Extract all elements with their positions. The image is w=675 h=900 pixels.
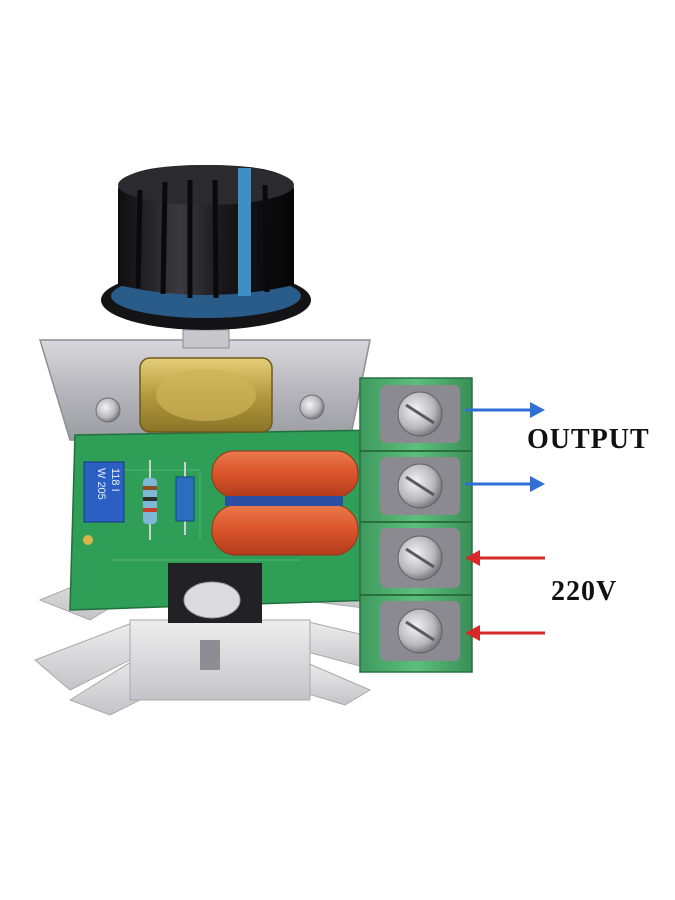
trimmer-potentiometer [83, 461, 125, 545]
terminal-screw-4 [380, 601, 460, 661]
triac [168, 563, 262, 623]
arrow-left-icon [465, 625, 545, 641]
terminal-block [359, 377, 473, 673]
knob [101, 165, 311, 330]
knob-indicator-stripe [238, 168, 251, 296]
arrow-left-icon [465, 550, 545, 566]
output-label: OUTPUT [527, 424, 650, 455]
potentiometer-body [139, 357, 273, 433]
arrow-right-icon [465, 476, 545, 492]
terminal-screw-1 [380, 385, 460, 443]
resistors [143, 460, 195, 540]
trimmer-text-1: W 205 [95, 468, 107, 500]
terminal-screw-3 [380, 528, 460, 588]
arrow-right-icon [465, 402, 545, 418]
input-voltage-label: 220V [551, 576, 618, 607]
heatsink [34, 554, 391, 716]
film-capacitors [211, 450, 359, 556]
terminal-screw-2 [380, 457, 460, 515]
trimmer-text-2: 118 I [109, 468, 121, 492]
